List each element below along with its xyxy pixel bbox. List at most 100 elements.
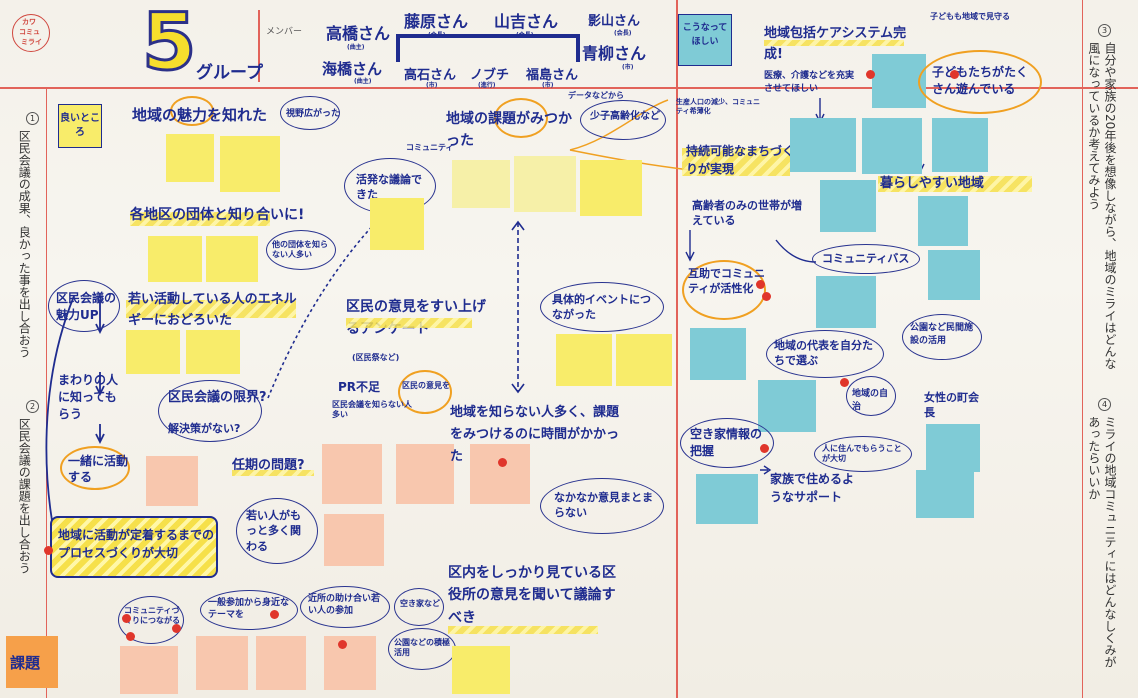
note-b8 xyxy=(816,276,876,328)
group-label: グループ xyxy=(196,63,263,83)
hl-city-office xyxy=(448,626,598,634)
process-box xyxy=(50,516,218,578)
dot-6 xyxy=(270,610,279,619)
bubble-groups xyxy=(266,230,336,270)
bubble-vacancy xyxy=(680,418,774,468)
future-live: 人に住んでもらうことが大切 xyxy=(822,444,902,464)
ring-charm xyxy=(170,96,214,126)
hl-care xyxy=(764,40,904,46)
good-tag xyxy=(58,104,102,148)
note-y1 xyxy=(166,134,214,182)
issues-tag xyxy=(6,636,58,688)
member-kageyama: 影山さん xyxy=(588,14,641,29)
note-y12 xyxy=(616,334,672,386)
hl-groups xyxy=(130,212,270,226)
dot-r2 xyxy=(950,70,959,79)
future-medical: 医療、介護などを充実させてほしい xyxy=(764,71,855,94)
section-2-number: 2 xyxy=(26,400,39,413)
issue-city-office: 区内をしっかり見ている区役所の意見を聞いて議論すべき xyxy=(448,565,616,626)
good-issues-data: データなどから xyxy=(568,91,624,100)
note-p1 xyxy=(146,456,198,506)
issue-together: 一緒に活動する xyxy=(68,454,129,484)
member-aoyagi: 青柳さん xyxy=(582,44,647,63)
note-b6 xyxy=(918,196,968,246)
member-nobuchi-role: (進行) xyxy=(478,82,496,89)
note-b9 xyxy=(690,328,746,380)
future-bus: コミュニティバス xyxy=(822,252,910,265)
note-y13 xyxy=(452,646,510,694)
future-rep: 地域の代表を自分たちで選ぶ xyxy=(774,339,873,368)
good-charm: 地域の魅力を知れた xyxy=(132,106,268,124)
section-3-number: 3 xyxy=(1098,24,1111,37)
note-y8 xyxy=(452,160,510,208)
members-label: メンバー xyxy=(266,27,303,37)
member-fujiwara: 藤原さん xyxy=(404,12,469,31)
section-1-number: 1 xyxy=(26,112,39,125)
member-nobuchi: ノブチ xyxy=(470,68,510,83)
issue-appeal: 区民会議の魅力UP xyxy=(56,291,117,322)
future-livable: 暮らしやすい地域 xyxy=(880,176,984,191)
note-y5 xyxy=(126,330,180,374)
hl-energy xyxy=(126,300,296,318)
center-divider xyxy=(676,0,678,698)
future-care: 地域包括ケアシステム完成! xyxy=(764,26,907,62)
bubble-young xyxy=(236,498,318,564)
issue-process: 地域に活動が定着するまでのプロセスづくりが大切 xyxy=(58,528,215,560)
hl-term xyxy=(232,470,314,476)
issue-limit-solution: 解決策がない? xyxy=(168,422,241,435)
logo-line-1: カワ xyxy=(22,18,36,26)
issue-community: コミュニティづくりにつながる xyxy=(124,606,180,626)
issue-term: 任期の問題? xyxy=(232,458,305,473)
issue-unknown: 地域を知らない人多く、課題をみつけるのに時間がかかった xyxy=(450,405,620,465)
note-y3 xyxy=(148,236,202,282)
future-note-population: 生産人口の減少、コミュニティ希薄化 xyxy=(676,98,760,116)
future-woman: 女性の町会長 xyxy=(924,391,979,420)
left-column-divider xyxy=(46,87,48,698)
member-takahashi: 高橋さん xyxy=(326,24,391,43)
bubble-appeal xyxy=(48,280,120,332)
logo-line-3: ミライ xyxy=(21,38,42,46)
bubble-autonomy xyxy=(846,376,896,416)
bubble-aging xyxy=(580,100,666,140)
logo xyxy=(12,14,50,52)
header-divider xyxy=(0,87,1138,89)
future-parks: 公園など民間施設の活用 xyxy=(910,323,974,346)
bubble-rep xyxy=(766,330,884,378)
dot-2 xyxy=(498,458,507,467)
bubble-community xyxy=(118,596,184,644)
dot-5 xyxy=(172,624,181,633)
section-4-text: ミライの地域コミュニティにはどんなしくみがあったらいいか xyxy=(1086,416,1117,668)
section-1-text: 区民会議の成果、良かった事を出し合おう xyxy=(17,130,32,358)
future-autonomy: 地域の自治 xyxy=(852,389,889,412)
note-p7 xyxy=(196,636,248,690)
dot-r6 xyxy=(760,444,769,453)
future-elderly: 高齢者のみの世帯が増えている xyxy=(692,199,802,228)
section-3-text: 自分や家族の20年後を想像しながら、地域のミライはどんな風になっているか考えてみ… xyxy=(1086,42,1117,370)
dot-r1 xyxy=(866,70,875,79)
want-tag-label: こうなってほしい xyxy=(682,23,728,47)
member-fukushima-role: (市) xyxy=(542,82,554,89)
hl-livable xyxy=(878,176,1032,192)
ring-pr xyxy=(398,370,452,414)
dot-r4 xyxy=(762,292,771,301)
dot-1 xyxy=(44,546,53,555)
good-groups-note: 他の団体を知らない人多い xyxy=(272,240,328,260)
issue-vacant: 空き家など xyxy=(400,599,440,608)
future-vacancy: 空き家情報の把握 xyxy=(690,427,763,458)
note-b12 xyxy=(696,474,758,524)
dot-r5 xyxy=(840,378,849,387)
issue-know: まわりの人に知ってもらう xyxy=(58,373,119,421)
hl-survey xyxy=(346,318,472,328)
member-kageyama-role: (会長) xyxy=(614,30,632,37)
dot-r3 xyxy=(756,280,765,289)
future-family: 家族で住めるようなサポート xyxy=(770,472,855,504)
good-tag-label: 良いところ xyxy=(60,113,100,138)
future-care-kids: 子どもも地域で見守る xyxy=(930,12,1010,21)
note-p4 xyxy=(470,444,530,504)
member-takaishi-role: (市) xyxy=(426,82,438,89)
note-y11 xyxy=(556,334,612,386)
right-column-divider xyxy=(1082,0,1084,698)
future-sustainable: 持続可能なまちづくりが実現 xyxy=(686,144,795,176)
note-b1 xyxy=(872,54,926,108)
